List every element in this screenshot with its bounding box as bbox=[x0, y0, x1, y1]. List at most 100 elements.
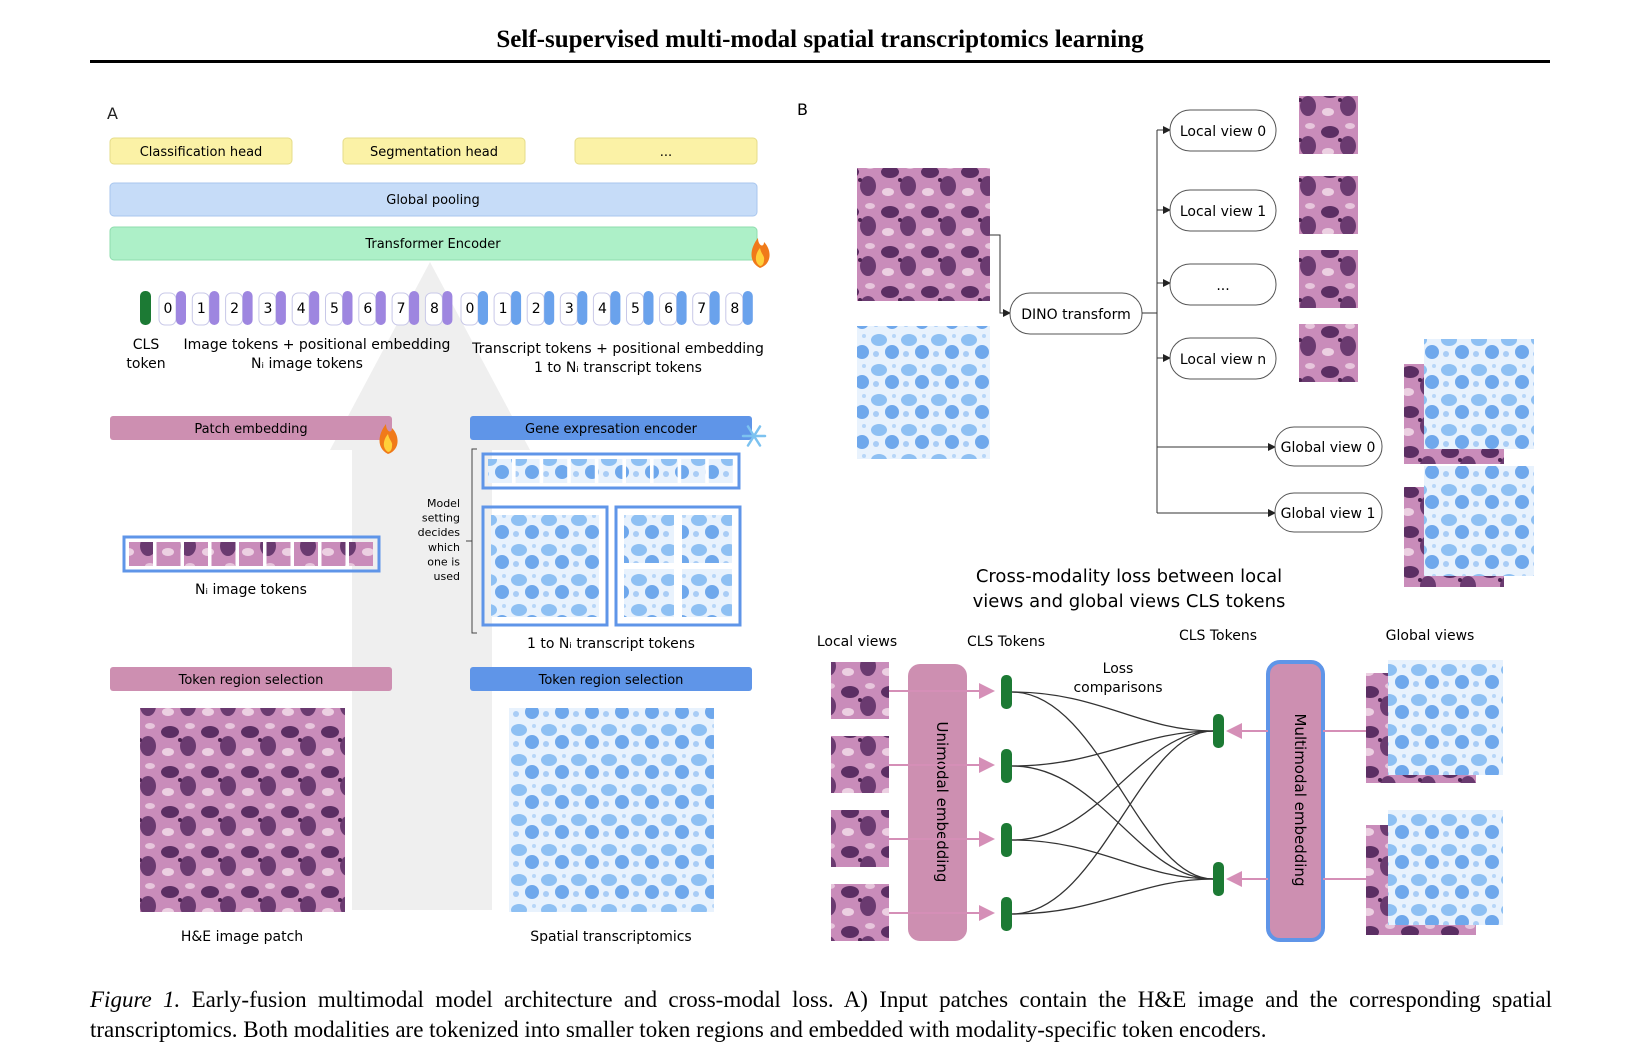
flame-icon bbox=[751, 238, 770, 268]
image-token-index-4: 4 bbox=[297, 301, 306, 317]
image-token-index-5: 5 bbox=[330, 301, 339, 317]
loss-comparison-curves bbox=[1011, 691, 1214, 915]
title-rule bbox=[90, 60, 1550, 63]
transcript-tokens-count: 1 to Nᵢ transcript tokens bbox=[527, 636, 695, 652]
panel-b-label: B bbox=[797, 100, 808, 119]
image-token-1 bbox=[209, 291, 220, 325]
global-view-1-label: Global view 1 bbox=[1281, 506, 1376, 522]
global-view-0-box bbox=[1274, 426, 1383, 467]
cls-token-left-3 bbox=[1001, 897, 1012, 931]
loss-comparisons-2: comparisons bbox=[1073, 680, 1162, 696]
bottom-global-0-st bbox=[1388, 660, 1503, 775]
patch-embedding-label: Patch embedding bbox=[194, 422, 307, 437]
classification-head-box bbox=[109, 137, 293, 165]
global-view-0-st bbox=[1424, 339, 1534, 449]
transcript-tokens-label-2: 1 to Nᵢ transcript tokens bbox=[534, 360, 702, 376]
transcript-token-index-3: 3 bbox=[565, 301, 574, 317]
transcript-single-token-image bbox=[491, 515, 599, 617]
global-view-1-box bbox=[1274, 492, 1383, 533]
local-view-0-thumb bbox=[1299, 96, 1358, 154]
page-title: Self-supervised multi-modal spatial tran… bbox=[496, 26, 1144, 53]
local-thumb-0 bbox=[831, 662, 889, 719]
transcript-token-1 bbox=[511, 291, 522, 325]
global-views-header: Global views bbox=[1386, 628, 1475, 644]
transcript-token-3 bbox=[577, 291, 588, 325]
transcript-token-5 bbox=[643, 291, 654, 325]
local-view-0-label: Local view 0 bbox=[1180, 124, 1266, 140]
model-setting-line-0: Model bbox=[427, 497, 460, 510]
model-setting-line-3: which bbox=[428, 541, 460, 554]
local-view-2-label: ... bbox=[1216, 278, 1229, 294]
image-token-4 bbox=[309, 291, 320, 325]
local-view-1-thumb bbox=[1299, 176, 1358, 234]
unimodal-embedding-box bbox=[908, 664, 967, 941]
cross-modality-title-2: views and global views CLS tokens bbox=[973, 591, 1286, 612]
model-setting-line-1: setting bbox=[422, 512, 460, 525]
bottom-global-1-st bbox=[1388, 810, 1503, 925]
caption-line-1: Early-fusion multimodal model architectu… bbox=[191, 987, 1481, 1012]
gene-encoder-label: Gene expresation encoder bbox=[525, 422, 698, 437]
token-region-left-label: Token region selection bbox=[178, 673, 324, 688]
image-tokens-label-1: Image tokens + positional embedding bbox=[184, 337, 451, 353]
image-token-thumb bbox=[211, 542, 236, 566]
transcript-token-index-8: 8 bbox=[730, 301, 739, 317]
cls-label-1: CLS bbox=[133, 337, 160, 353]
image-token-index-8: 8 bbox=[430, 301, 439, 317]
image-token-index-1: 1 bbox=[197, 301, 206, 317]
global-view-1-st bbox=[1424, 466, 1534, 576]
transcript-token-thumb bbox=[653, 459, 678, 483]
caption-figure-label: Figure 1. bbox=[90, 987, 181, 1012]
he-patch-label: H&E image patch bbox=[181, 929, 303, 945]
gene-encoder-box bbox=[470, 416, 752, 440]
image-token-index-0: 0 bbox=[164, 301, 173, 317]
cls-token-left-2 bbox=[1001, 823, 1012, 857]
model-setting-line-4: one is bbox=[427, 555, 460, 568]
transcript-token-index-2: 2 bbox=[532, 301, 541, 317]
local-view-3-box bbox=[1169, 337, 1277, 380]
ni-image-tokens-label: Nᵢ image tokens bbox=[195, 582, 307, 598]
global-view-0-label: Global view 0 bbox=[1281, 440, 1376, 456]
transcript-token-6 bbox=[676, 291, 687, 325]
image-tokens-label-2: Nᵢ image tokens bbox=[251, 356, 363, 372]
transcript-token-index-0: 0 bbox=[466, 301, 475, 317]
figure-caption: Figure 1. Early-fusion multimodal model … bbox=[90, 985, 1552, 1045]
dino-transform-label: DINO transform bbox=[1021, 307, 1130, 323]
patch-embedding-box bbox=[110, 416, 392, 440]
other-head-label: ... bbox=[660, 145, 672, 160]
image-token-2 bbox=[242, 291, 253, 325]
image-token-3 bbox=[275, 291, 286, 325]
transcript-token-thumb bbox=[543, 459, 568, 483]
he-image-patch bbox=[140, 708, 345, 912]
transcript-token-index-1: 1 bbox=[499, 301, 508, 317]
transcript-single-token-box bbox=[481, 505, 609, 627]
cross-modality-title-1: Cross-modality loss between local bbox=[976, 566, 1282, 587]
transcript-token-thumb bbox=[626, 459, 650, 483]
model-setting-line-5: used bbox=[434, 570, 460, 583]
transcript-multi-token-box bbox=[614, 505, 742, 627]
transcript-token-thumb bbox=[598, 459, 623, 483]
image-token-strip bbox=[122, 535, 381, 573]
snowflake-icon bbox=[741, 425, 767, 447]
token-region-right-label: Token region selection bbox=[538, 673, 684, 688]
transcript-token-index-5: 5 bbox=[631, 301, 640, 317]
transformer-encoder-label: Transformer Encoder bbox=[364, 237, 501, 252]
transcript-token-thumb bbox=[570, 459, 595, 483]
cls-tokens-right-header: CLS Tokens bbox=[1179, 628, 1257, 644]
image-token-thumb bbox=[321, 542, 346, 566]
local-view-2-thumb bbox=[1299, 250, 1358, 308]
model-setting-line-2: decides bbox=[418, 526, 461, 539]
image-token-index-2: 2 bbox=[230, 301, 239, 317]
segmentation-head-label: Segmentation head bbox=[370, 145, 498, 160]
image-token-5 bbox=[342, 291, 353, 325]
image-token-8 bbox=[442, 291, 453, 325]
image-token-thumb bbox=[239, 542, 263, 566]
flame-icon bbox=[379, 424, 398, 454]
panel-a-label: A bbox=[107, 104, 118, 123]
transcript-token-thumb bbox=[488, 459, 512, 483]
cls-token bbox=[140, 291, 151, 325]
cls-token-right-0 bbox=[1213, 714, 1224, 748]
global-pooling-label: Global pooling bbox=[386, 193, 479, 208]
